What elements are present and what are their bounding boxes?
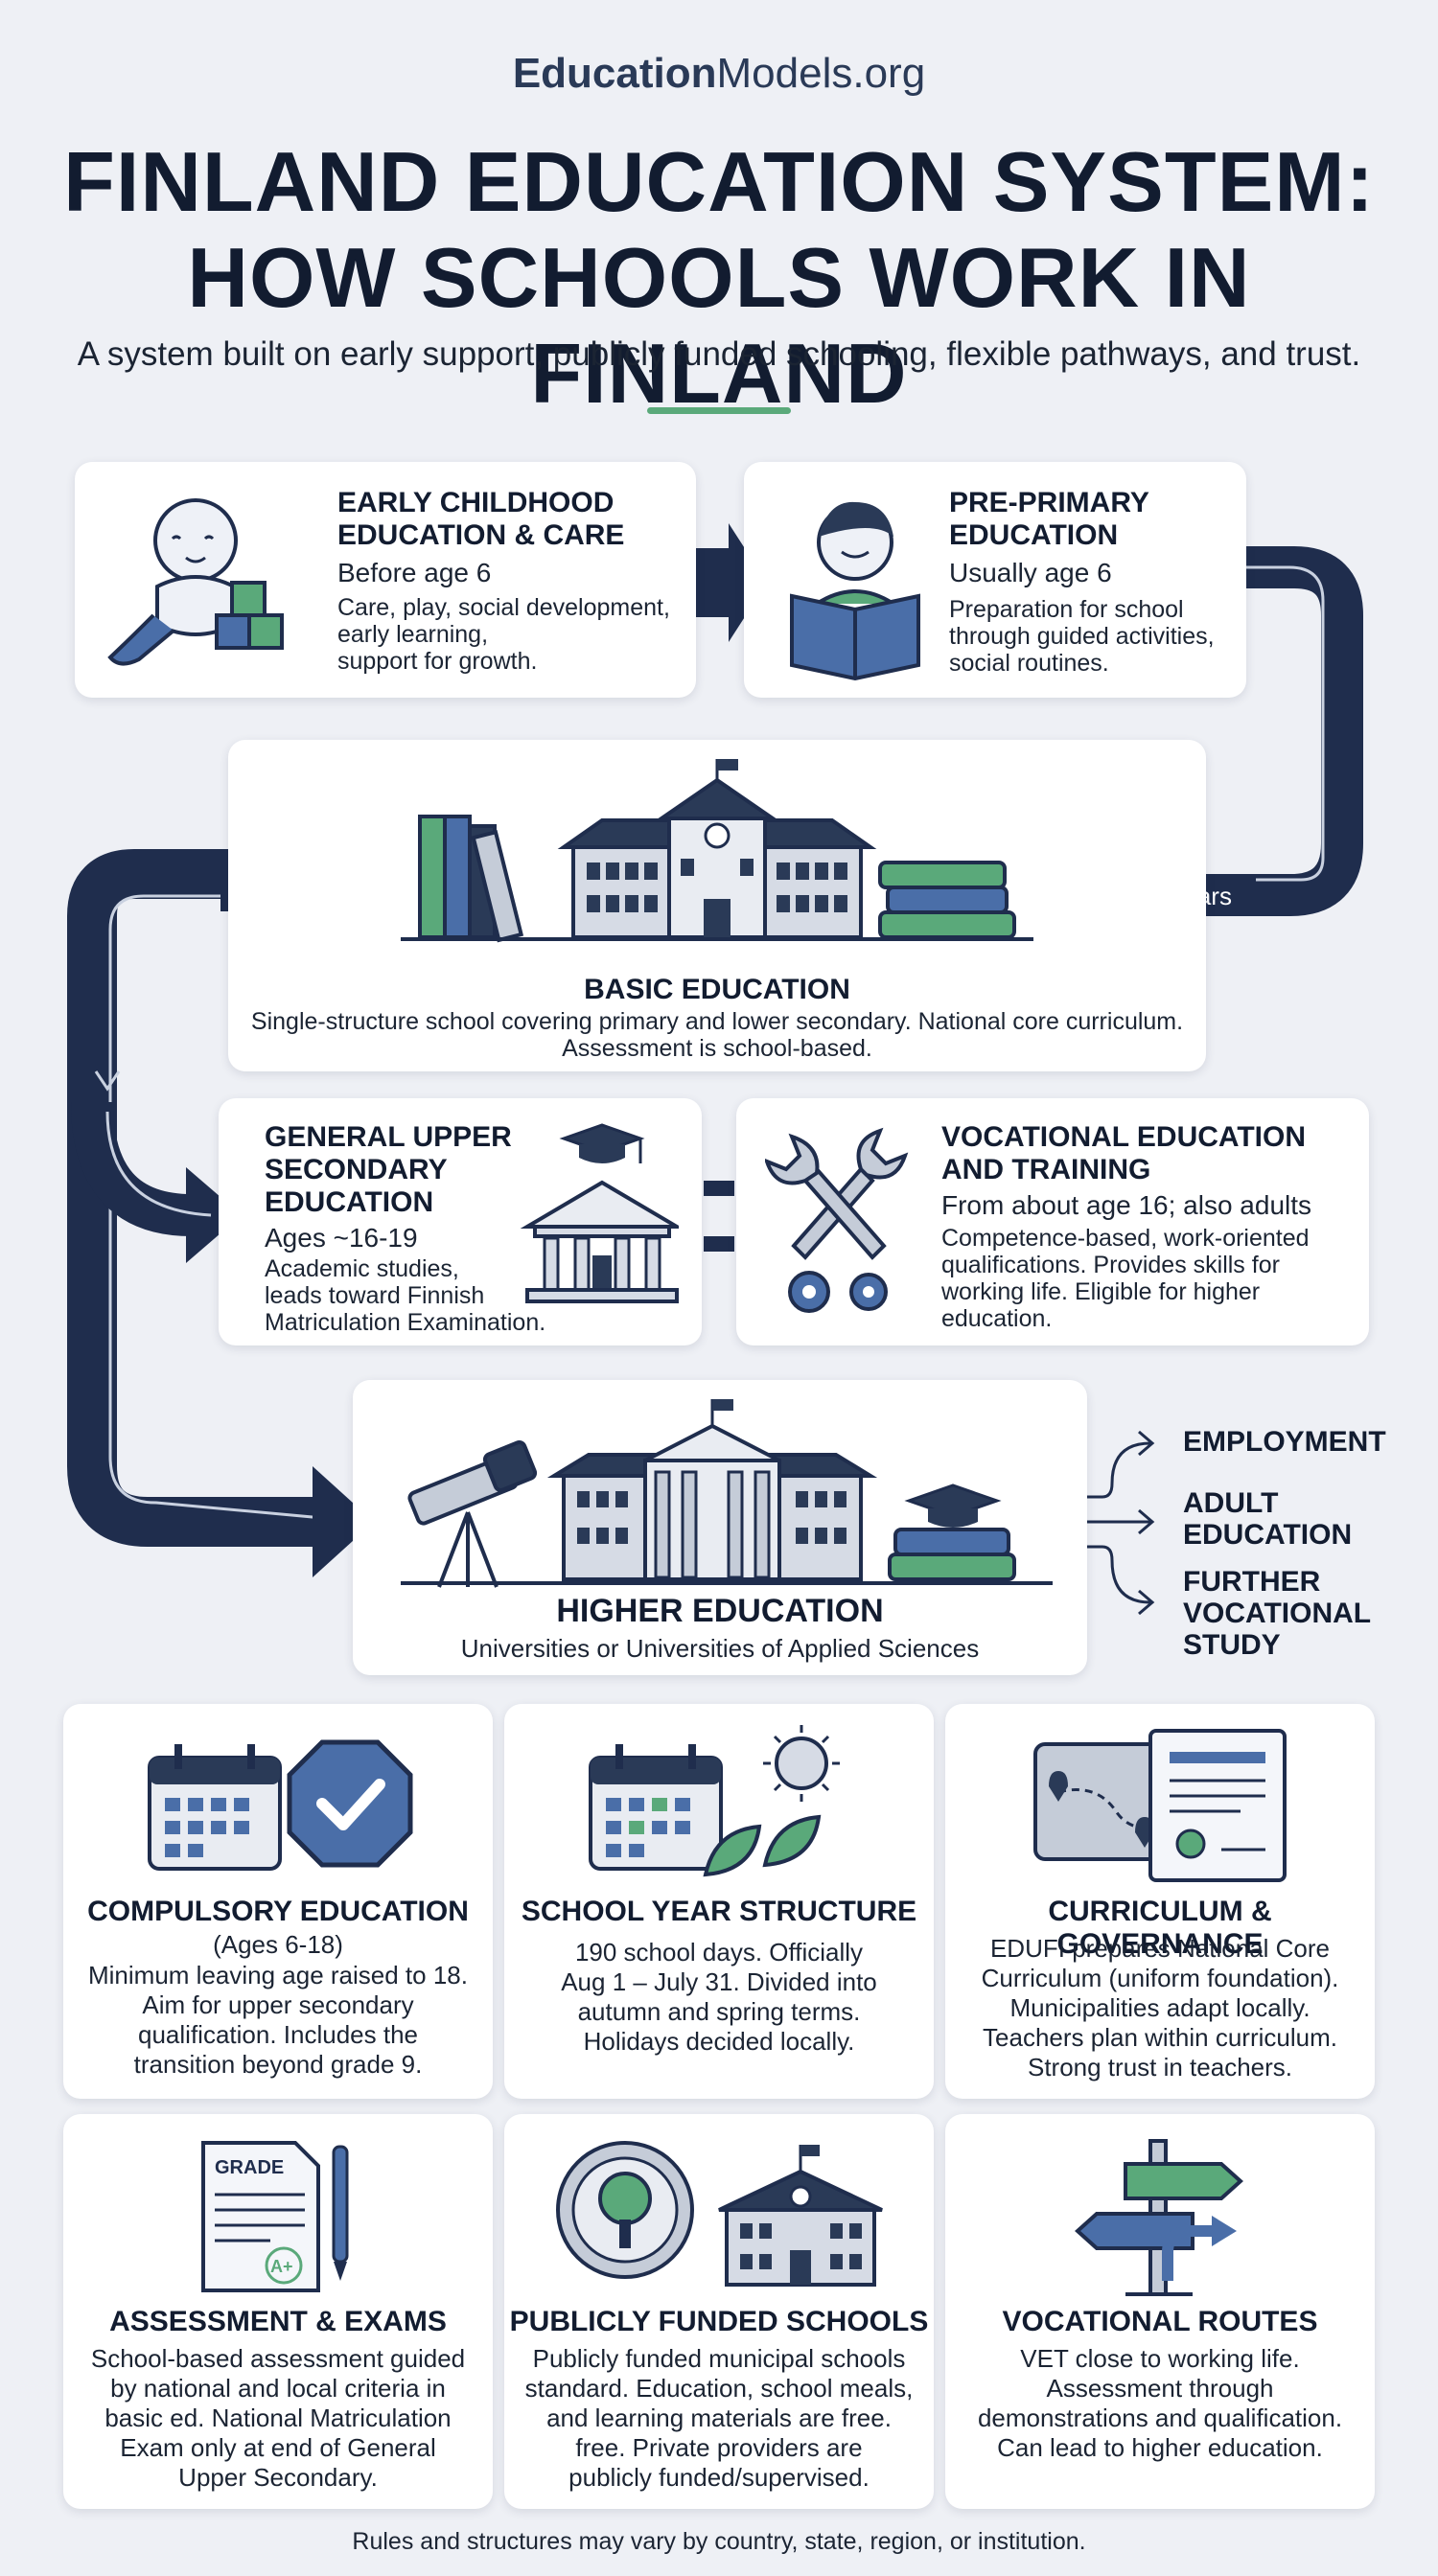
arrow-basic-to-higher <box>67 849 364 1547</box>
fact-title-compulsory: COMPULSORY EDUCATION <box>87 1896 469 1927</box>
outcome-employment: EMPLOYMENT <box>1183 1426 1386 1458</box>
basic-education-description: Single-structure school covering primary… <box>250 1008 1184 1062</box>
general-upper-age: Ages ~16-19 <box>265 1223 418 1253</box>
ecec-description: Care, play, social development,early lea… <box>337 594 670 675</box>
fact-card-assessment: GRADE A+ ASSESSMENT & EXAMS School-based… <box>63 2114 493 2509</box>
fact-text-compulsory: Minimum leaving age raised to 18.Aim for… <box>88 1961 468 2079</box>
fact-subtitle-compulsory: (Ages 6-18) <box>213 1930 343 1959</box>
fact-title-assessment: ASSESSMENT & EXAMS <box>109 2306 447 2337</box>
graduation-building-icon <box>520 1123 679 1303</box>
baby-icon <box>107 498 284 666</box>
vocational-age: From about age 16; also adults <box>941 1190 1312 1220</box>
higher-education-title: HIGHER EDUCATION <box>556 1593 884 1629</box>
basic-education-title: BASIC EDUCATION <box>584 974 850 1005</box>
ecec-age: Before age 6 <box>337 558 492 587</box>
telescope-university-icon <box>401 1399 1053 1588</box>
fact-card-curriculum: CURRICULUM & GOVERNANCE EDUFI prepares N… <box>945 1704 1375 2099</box>
fact-title-school-year: SCHOOL YEAR STRUCTURE <box>521 1896 917 1927</box>
higher-education-description: Universities or Universities of Applied … <box>460 1634 980 1663</box>
title-divider <box>647 407 791 414</box>
signpost-icon <box>1075 2139 1243 2296</box>
site-brand: EducationModels.org <box>512 50 926 97</box>
arrow-preprimary-to-basic <box>1131 546 1363 916</box>
child-reading-icon <box>790 501 920 680</box>
fact-card-school-year: SCHOOL YEAR STRUCTURE 190 school days. O… <box>504 1704 934 2099</box>
svg-text:A+: A+ <box>270 2257 293 2276</box>
page-title: FINLAND EDUCATION SYSTEM: HOW SCHOOLS WO… <box>63 134 1375 421</box>
map-certificate-icon <box>1033 1729 1287 1882</box>
calendar-check-icon <box>148 1739 413 1871</box>
fact-card-vocational-routes: VOCATIONAL ROUTES VET close to working l… <box>945 2114 1375 2509</box>
fact-title-public-schools: PUBLICLY FUNDED SCHOOLS <box>509 2306 929 2337</box>
basic-education-card: BASIC EDUCATION Single-structure school … <box>228 740 1206 1071</box>
grade-paper-icon: GRADE A+ <box>201 2141 349 2292</box>
fact-text-vocational-routes: VET close to working life.Assessment thr… <box>977 2344 1343 2462</box>
fact-card-compulsory: COMPULSORY EDUCATION (Ages 6-18) Minimum… <box>63 1704 493 2099</box>
page-subtitle: A system built on early support, publicl… <box>77 335 1361 373</box>
preprimary-age: Usually age 6 <box>949 558 1112 587</box>
fact-title-vocational-routes: VOCATIONAL ROUTES <box>1002 2306 1318 2337</box>
school-books-icon <box>401 759 1033 943</box>
fact-title-curriculum: CURRICULUM & GOVERNANCE <box>1048 1896 1272 1960</box>
fact-card-public-schools: PUBLICLY FUNDED SCHOOLS Publicly funded … <box>504 2114 934 2509</box>
higher-education-card: HIGHER EDUCATION Universities or Univers… <box>353 1380 1087 1675</box>
calendar-seasons-icon <box>589 1725 840 1877</box>
svg-text:GRADE: GRADE <box>215 2157 284 2178</box>
footnote: Rules and structures may vary by country… <box>352 2528 1086 2555</box>
tools-gears-icon <box>765 1127 909 1313</box>
public-school-icon <box>556 2141 883 2287</box>
